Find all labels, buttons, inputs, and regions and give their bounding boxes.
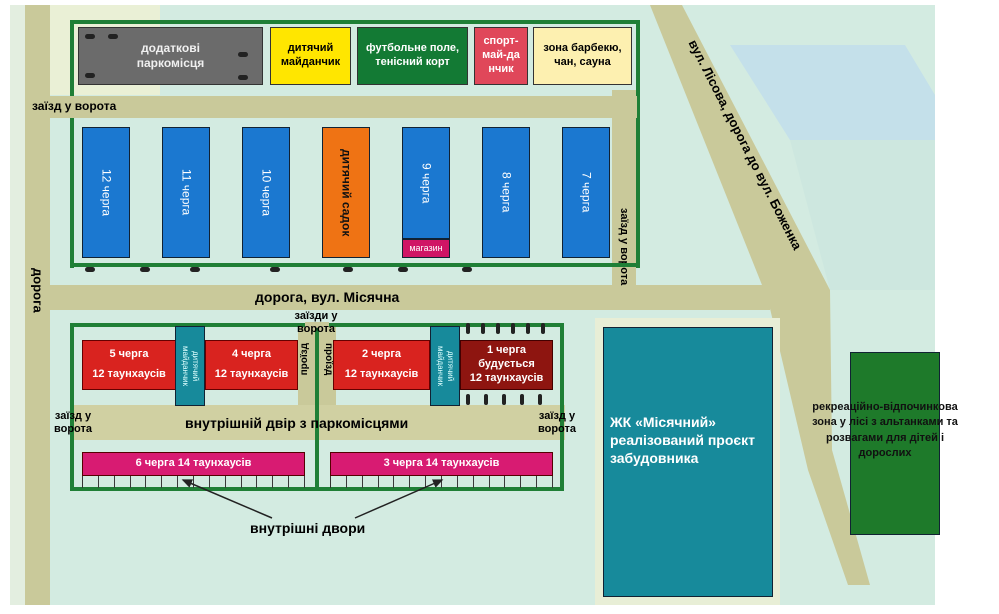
kindergarten-label: дитячий садок [339, 148, 354, 237]
top-block-border [70, 20, 640, 268]
entrance-right-low-label: заїзд у ворота [537, 410, 576, 436]
car-icon [496, 323, 500, 334]
car-icon [466, 323, 470, 334]
car-icon [238, 75, 248, 80]
queue-2-sub: 12 таунхаусів [344, 368, 419, 380]
passage-label-2: проїзд [323, 343, 334, 376]
car-icon [481, 323, 485, 334]
car-icon [466, 394, 470, 405]
residential-complex[interactable]: ЖК «Місячний» реалізований проєкт забудо… [603, 327, 773, 597]
football-label: футбольне поле, тенісний корт [365, 42, 460, 68]
playground-top-label: дитячий майданчик [280, 42, 341, 68]
queue-5-label: 5 черга [109, 348, 149, 361]
arrow-left [181, 479, 273, 519]
queue-8-label: 8 черга [499, 172, 514, 213]
yard-cells-6 [82, 476, 306, 488]
main-road [25, 285, 770, 310]
car-icon [238, 52, 248, 57]
queue-4[interactable]: 4 черга 12 таунхаусів [205, 340, 298, 390]
white-corner [935, 0, 999, 614]
queue-9[interactable]: 9 черга [402, 127, 450, 239]
bbq-zone: зона барбекю, чан, сауна [533, 27, 632, 85]
arrow-right [354, 479, 444, 519]
queue-9-label: 9 черга [419, 162, 434, 204]
inner-yards-label: внутрішні двори [250, 520, 366, 536]
car-icon [526, 323, 530, 334]
car-icon [108, 34, 118, 39]
water-area [730, 45, 935, 140]
car-icon [190, 267, 200, 272]
queue-11[interactable]: 11 черга [162, 127, 210, 258]
top-block-border-bottom [70, 263, 640, 267]
car-icon [462, 267, 472, 272]
field-area [790, 140, 935, 290]
queue-4-label: 4 черга [231, 348, 272, 361]
queue-7-label: 7 черга [579, 172, 594, 213]
car-icon [484, 394, 488, 405]
car-icon [85, 34, 95, 39]
car-icon [541, 323, 545, 334]
entrance-top-label: заїзд у ворота [32, 99, 117, 113]
left-road-label: дорога [30, 268, 46, 313]
car-icon [520, 394, 524, 405]
car-icon [511, 323, 515, 334]
shop[interactable]: магазин [402, 239, 450, 258]
complex-label: ЖК «Місячний» реалізований проєкт забудо… [610, 414, 755, 467]
playground-2: дитячий майданчик [430, 326, 460, 406]
queue-1-label: 1 черга [486, 344, 527, 357]
queue-6-label: 6 черга 14 таунхаусів [135, 457, 252, 470]
queue-6[interactable]: 6 черга 14 таунхаусів [82, 452, 305, 476]
bbq-label: зона барбекю, чан, сауна [543, 42, 622, 68]
playground-1: дитячий майданчик [175, 326, 205, 406]
queue-1-sub: 12 таунхаусів [469, 371, 544, 384]
top-entrance-road [25, 96, 637, 118]
main-road-label: дорога, вул. Місячна [255, 289, 400, 305]
queue-11-label: 11 черга [179, 169, 194, 216]
car-icon [398, 267, 408, 272]
queue-5-sub: 12 таунхаусів [92, 368, 166, 380]
car-icon [538, 394, 542, 405]
bottom-divider [315, 323, 319, 491]
queue-3-label: 3 черга 14 таунхаусів [383, 457, 500, 470]
entrance-left-label: заїзд у ворота [53, 410, 92, 436]
queue-10[interactable]: 10 черга [242, 127, 290, 258]
recreation-label: рекреаційно-відпочинкова зона у лісі з а… [812, 401, 958, 460]
queue-3[interactable]: 3 черга 14 таунхаусів [330, 452, 553, 476]
car-icon [140, 267, 150, 272]
inner-yard-label: внутрішній двір з паркомісцями [185, 415, 409, 431]
queue-2-label: 2 черга [361, 348, 402, 361]
diagonal-road [650, 5, 870, 585]
queue-7[interactable]: 7 черга [562, 127, 610, 258]
queue-12[interactable]: 12 черга [82, 127, 130, 258]
queue-8[interactable]: 8 черга [482, 127, 530, 258]
car-icon [85, 267, 95, 272]
gate-gap [305, 322, 329, 328]
car-icon [85, 73, 95, 78]
queue-12-label: 12 черга [99, 168, 114, 217]
playground-2-label: дитячий майданчик [436, 345, 455, 387]
extra-parking-label: додаткові паркомісця [136, 41, 205, 70]
car-icon [270, 267, 280, 272]
football-field: футбольне поле, тенісний корт [357, 27, 468, 85]
sport-ground: спорт-май-данчик [474, 27, 528, 85]
queue-2[interactable]: 2 черга 12 таунхаусів [333, 340, 430, 390]
playground-1-label: дитячий майданчик [181, 345, 200, 387]
kindergarten[interactable]: дитячий садок [322, 127, 370, 258]
left-strip [10, 5, 25, 605]
queue-5[interactable]: 5 черга 12 таунхаусів [82, 340, 176, 390]
shop-label: магазин [409, 242, 443, 253]
car-icon [502, 394, 506, 405]
car-icon [343, 267, 353, 272]
queue-10-label: 10 черга [259, 168, 274, 217]
sport-label: спорт-май-данчик [482, 35, 520, 75]
playground-top: дитячий майданчик [270, 27, 351, 85]
queue-4-sub: 12 таунхаусів [214, 368, 289, 380]
queue-1-status: будується [478, 358, 535, 371]
entrances-center-label: заїзди у ворота [294, 310, 338, 336]
recreation-zone[interactable] [850, 352, 940, 535]
